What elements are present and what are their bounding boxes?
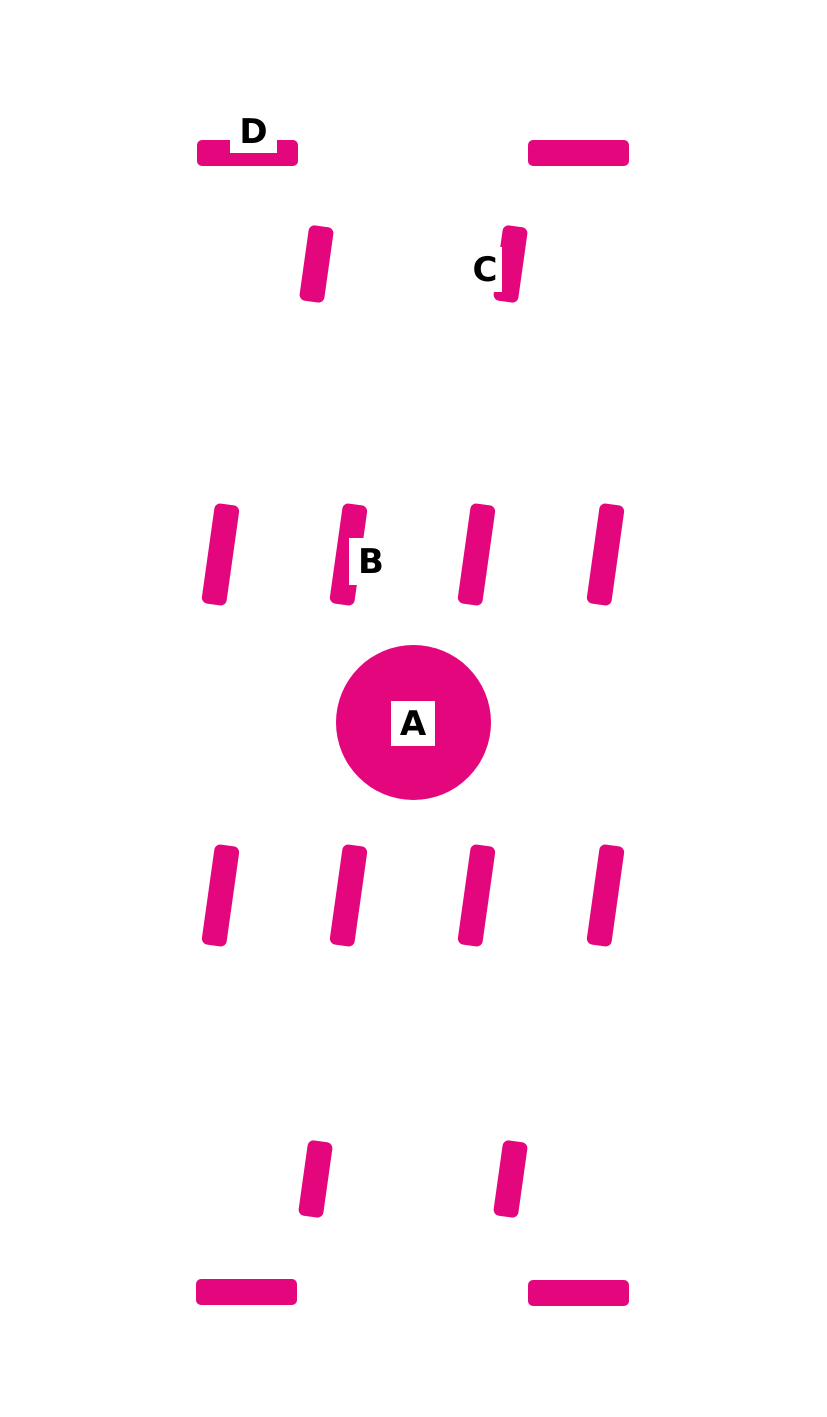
label-c-text: C: [472, 249, 498, 290]
label-a-text: A: [399, 703, 427, 744]
slanted-bar-mid-lower-4: [586, 843, 625, 948]
horizontal-bar-bottom-right: [528, 1280, 629, 1306]
slanted-bar-mid-upper-1: [201, 502, 240, 607]
slanted-bar-lower-right: [492, 1139, 529, 1219]
slanted-bar-mid-lower-1: [201, 843, 240, 948]
label-b-text: B: [358, 541, 384, 582]
label-d-text: D: [239, 112, 268, 152]
label-a: A: [391, 701, 435, 746]
label-d: D: [230, 111, 277, 153]
slanted-bar-mid-upper-4: [586, 502, 625, 607]
horizontal-bar-bottom-left: [196, 1279, 297, 1305]
label-c: C: [468, 247, 502, 292]
slanted-bar-mid-lower-3: [457, 843, 496, 948]
slanted-bar-mid-lower-2: [329, 843, 368, 948]
slanted-bar-lower-left: [297, 1139, 334, 1219]
slanted-bar-upper-left: [298, 224, 335, 304]
label-b: B: [349, 538, 393, 585]
horizontal-bar-top-right: [528, 140, 629, 166]
slanted-bar-mid-upper-3: [457, 502, 496, 607]
